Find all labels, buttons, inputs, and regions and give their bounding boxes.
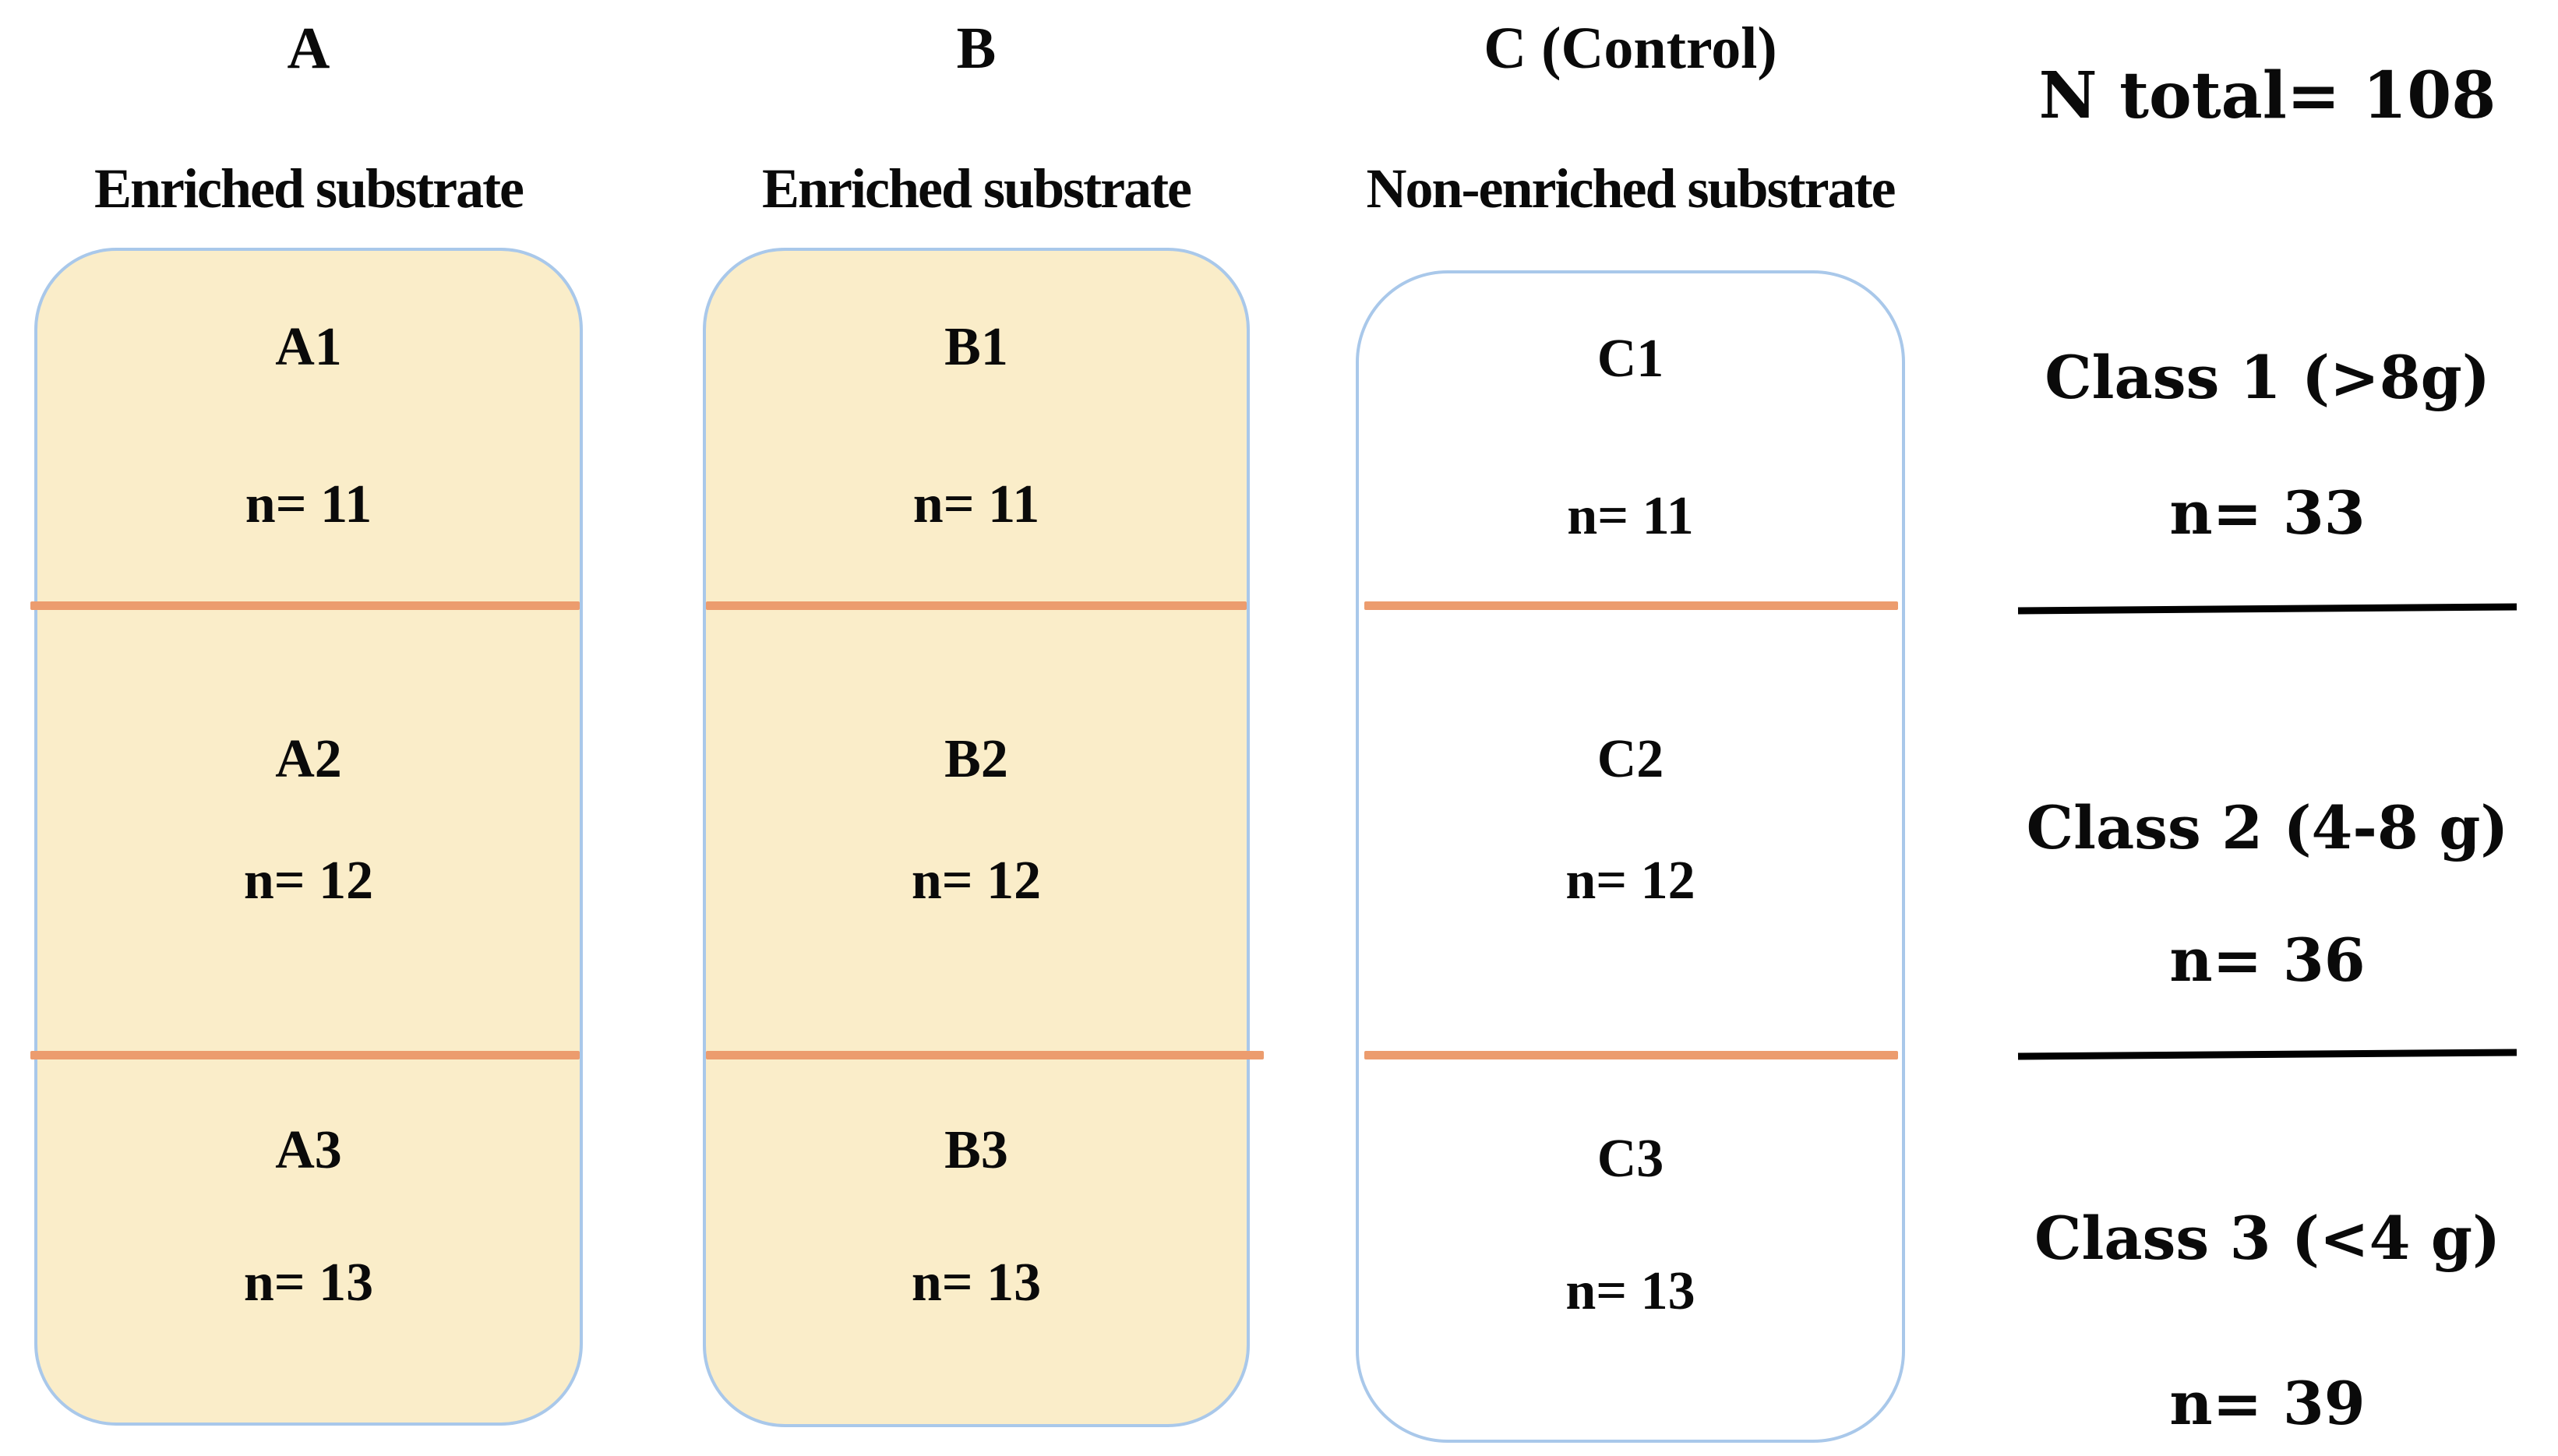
group-b1: B1 n= 11 [706, 251, 1247, 601]
column-a-title: A [287, 16, 330, 81]
group-a3-count: n= 13 [243, 1253, 374, 1313]
column-c-subtitle: Non-enriched substrate [1366, 157, 1896, 220]
divider-line [706, 1051, 1264, 1059]
class-3-label: Class 3 (<4 g) [2034, 1204, 2501, 1273]
group-b1-count: n= 11 [912, 474, 1040, 534]
class-1-count: n= 33 [2169, 478, 2366, 548]
class-2-count: n= 36 [2169, 925, 2366, 995]
group-b2-label: B2 [944, 729, 1008, 789]
group-c1: C1 n= 11 [1359, 273, 1902, 601]
group-c3: C3 n= 13 [1359, 1059, 1902, 1440]
class-3-count: n= 39 [2169, 1369, 2366, 1438]
group-b3-count: n= 13 [911, 1253, 1042, 1313]
class-2-label: Class 2 (4-8 g) [2026, 793, 2509, 862]
separator-line-1 [2017, 603, 2517, 615]
group-c2-label: C2 [1597, 729, 1664, 789]
group-a3: A3 n= 13 [37, 1059, 580, 1423]
column-a-box: A1 n= 11 A2 n= 12 A3 n= 13 [30, 248, 583, 1426]
divider-line [1364, 601, 1898, 610]
group-b1-label: B1 [944, 317, 1008, 377]
group-a1-label: A1 [275, 317, 342, 377]
divider-line [30, 1051, 580, 1059]
group-a2-label: A2 [275, 729, 342, 789]
group-b2-count: n= 12 [911, 851, 1042, 911]
n-total-label: N total= 108 [2038, 58, 2496, 133]
class-1-label: Class 1 (>8g) [2045, 343, 2490, 412]
group-a2: A2 n= 12 [37, 610, 580, 1051]
separator-line-2 [2017, 1049, 2517, 1060]
group-c3-label: C3 [1597, 1129, 1664, 1189]
column-b: B Enriched substrate B1 n= 11 B2 n= 12 B… [703, 0, 1264, 1456]
group-a1-count: n= 11 [245, 474, 372, 534]
column-a-subtitle: Enriched substrate [93, 157, 524, 220]
column-b-subtitle: Enriched substrate [761, 157, 1192, 220]
group-b3-label: B3 [944, 1120, 1008, 1180]
group-c1-label: C1 [1597, 328, 1664, 389]
group-c2-count: n= 12 [1565, 851, 1695, 911]
group-c3-count: n= 13 [1565, 1261, 1695, 1321]
group-b2: B2 n= 12 [706, 610, 1247, 1051]
column-c-box: C1 n= 11 C2 n= 12 C3 n= 13 [1356, 270, 1905, 1443]
divider-line [1364, 1051, 1898, 1059]
column-b-box: B1 n= 11 B2 n= 12 B3 n= 13 [703, 248, 1264, 1427]
group-a2-count: n= 12 [243, 851, 374, 911]
column-a: A Enriched substrate A1 n= 11 A2 n= 12 A… [30, 0, 583, 1456]
column-b-title: B [956, 16, 997, 81]
group-c2: C2 n= 12 [1359, 610, 1902, 1051]
column-c-title: C (Control) [1484, 16, 1777, 81]
group-b3: B3 n= 13 [706, 1059, 1247, 1423]
group-a1: A1 n= 11 [37, 251, 580, 601]
group-a3-label: A3 [275, 1120, 342, 1180]
divider-line [30, 601, 580, 610]
divider-line [706, 601, 1247, 610]
group-c1-count: n= 11 [1567, 485, 1694, 546]
summary-column: N total= 108 Class 1 (>8g) n= 33 Class 2… [2017, 0, 2517, 1456]
column-c: C (Control) Non-enriched substrate C1 n=… [1356, 0, 1905, 1456]
